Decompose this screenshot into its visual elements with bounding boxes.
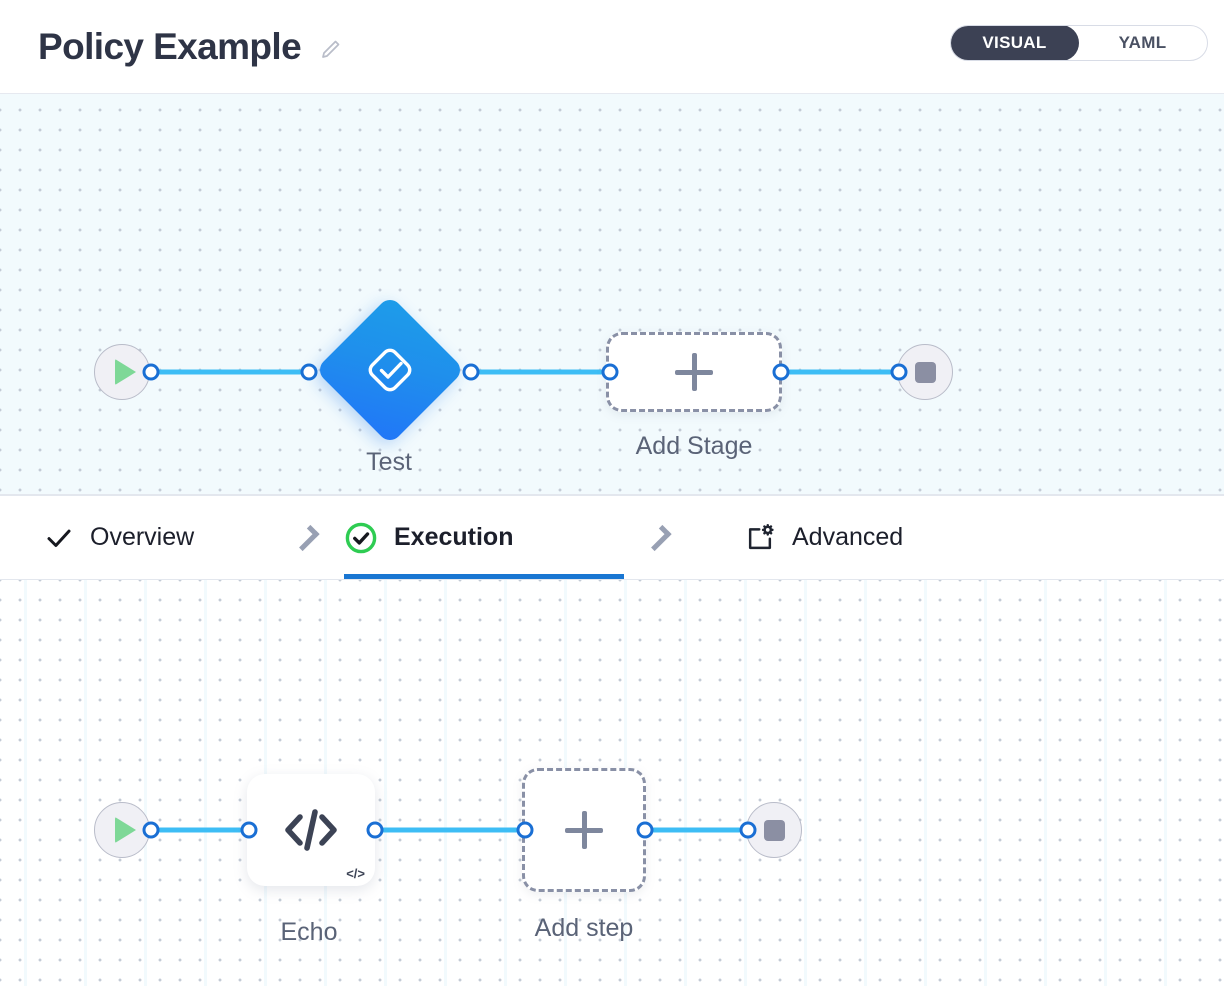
- view-mode-toggle[interactable]: VISUAL YAML: [950, 25, 1208, 61]
- advanced-gear-icon: [748, 523, 774, 549]
- edge-start-to-echo: [151, 827, 249, 833]
- plus-icon-2: [565, 811, 603, 849]
- port-start-out[interactable]: [142, 363, 160, 381]
- toggle-option-yaml[interactable]: YAML: [1118, 33, 1167, 52]
- page-title: Policy Example: [38, 26, 302, 67]
- edge-addstep-to-end: [645, 827, 748, 833]
- edge-echo-to-addstep: [375, 827, 525, 833]
- port-addstep-in[interactable]: [516, 821, 534, 839]
- port-test-out[interactable]: [462, 363, 480, 381]
- code-icon: [285, 809, 337, 851]
- add-step-label: Add step: [534, 914, 634, 942]
- stop-icon-2: [763, 819, 785, 841]
- port-step-end-in[interactable]: [739, 821, 757, 839]
- edge-test-to-addstage: [471, 369, 610, 375]
- chevron-right-icon-2: [645, 524, 672, 551]
- port-step-start-out[interactable]: [142, 821, 160, 839]
- title-group: Policy Example: [38, 24, 343, 70]
- tab-advanced-label: Advanced: [792, 523, 904, 551]
- tab-overview-label: Overview: [90, 523, 195, 551]
- chevron-right-icon: [293, 524, 320, 551]
- stage-canvas[interactable]: Test Add Stage: [0, 94, 1224, 495]
- check-circle-icon: [345, 522, 377, 553]
- stage-node-test[interactable]: [315, 295, 465, 445]
- add-stage-label: Add Stage: [635, 432, 753, 460]
- step-end-node[interactable]: [746, 802, 802, 858]
- step-node-echo[interactable]: </>: [247, 774, 375, 886]
- pencil-icon[interactable]: [319, 33, 343, 61]
- check-diamond-icon: [368, 348, 412, 392]
- tab-overview[interactable]: Overview: [44, 496, 268, 579]
- port-addstage-in[interactable]: [601, 363, 619, 381]
- port-echo-in[interactable]: [240, 821, 258, 839]
- tab-separator-1: [293, 496, 320, 579]
- stop-icon: [914, 361, 936, 383]
- check-icon: [47, 529, 71, 547]
- play-icon: [114, 359, 136, 385]
- port-echo-out[interactable]: [366, 821, 384, 839]
- port-addstage-out[interactable]: [772, 363, 790, 381]
- step-start-node[interactable]: [94, 802, 150, 858]
- port-addstep-out[interactable]: [636, 821, 654, 839]
- page-header: Policy Example VISUAL YAML: [0, 0, 1224, 94]
- tab-separator-2: [645, 496, 672, 579]
- step-label-echo: Echo: [280, 918, 338, 946]
- step-canvas[interactable]: </> Echo Add step: [0, 580, 1224, 986]
- code-badge-icon: </>: [346, 866, 365, 881]
- stage-label-test: Test: [366, 448, 412, 476]
- plus-icon: [675, 353, 713, 391]
- toggle-option-visual[interactable]: VISUAL: [951, 26, 1079, 60]
- edge-start-to-test: [151, 369, 309, 375]
- add-stage-button[interactable]: [606, 332, 782, 412]
- tab-execution-label: Execution: [394, 523, 514, 551]
- edge-addstage-to-end: [781, 369, 899, 375]
- port-test-in[interactable]: [300, 363, 318, 381]
- tab-execution[interactable]: Execution: [344, 496, 624, 579]
- stage-start-node[interactable]: [94, 344, 150, 400]
- section-tabs: Overview Execution Advanced: [0, 495, 1224, 580]
- tab-advanced[interactable]: Advanced: [744, 496, 994, 579]
- add-step-button[interactable]: [522, 768, 646, 892]
- play-icon-2: [114, 817, 136, 843]
- port-end-in[interactable]: [890, 363, 908, 381]
